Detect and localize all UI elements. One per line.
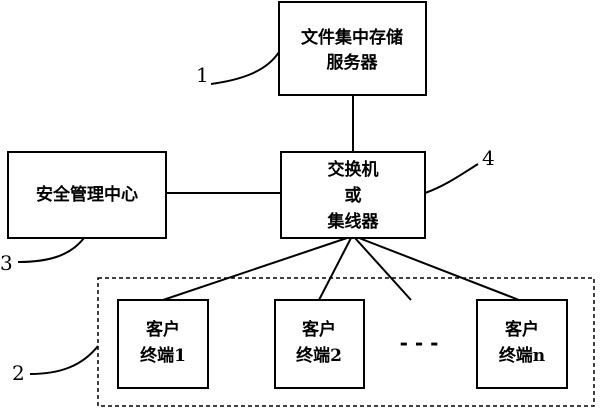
file-server-label-line2: 服务器 [327,52,379,73]
ref-4-leader [424,163,479,194]
switch-client2-link [318,237,352,301]
clients-group-dashed-frame [97,277,595,407]
client-box-n [476,299,568,389]
switch-clientn-link [358,237,520,301]
client-1-label-line2: 终端1 [140,345,186,366]
ellipsis-more-clients: - - - [400,331,439,355]
client-2-label-line2: 终端2 [296,345,342,366]
ref-2-number: 2 [12,361,25,385]
client-box-1 [117,299,209,389]
client-n-label-line1: 客户 [504,319,539,340]
client-1-label-line1: 客户 [145,319,180,340]
ref-1-number: 1 [196,63,209,87]
switch-box [280,151,426,239]
switch-client1-link [162,237,348,301]
ref-2-leader [29,345,99,375]
ref-3-number: 3 [0,251,13,275]
security-center-box [7,151,167,239]
file-server-label-line1: 文件集中存储 [301,27,403,48]
switch-label-line1: 交换机 [328,159,379,180]
ref-4-number: 4 [482,146,495,170]
security-center-label: 安全管理中心 [36,184,138,205]
switch-extra-link [354,237,412,301]
client-box-2 [274,299,365,389]
ref-1-leader [210,51,280,85]
client-2-label-line1: 客户 [301,319,336,340]
ref-3-leader [17,237,85,263]
file-server-box [278,1,427,96]
switch-label-line2: 或 [345,185,362,206]
client-n-label-line2: 终端n [499,345,545,366]
switch-label-line3: 集线器 [327,211,380,232]
